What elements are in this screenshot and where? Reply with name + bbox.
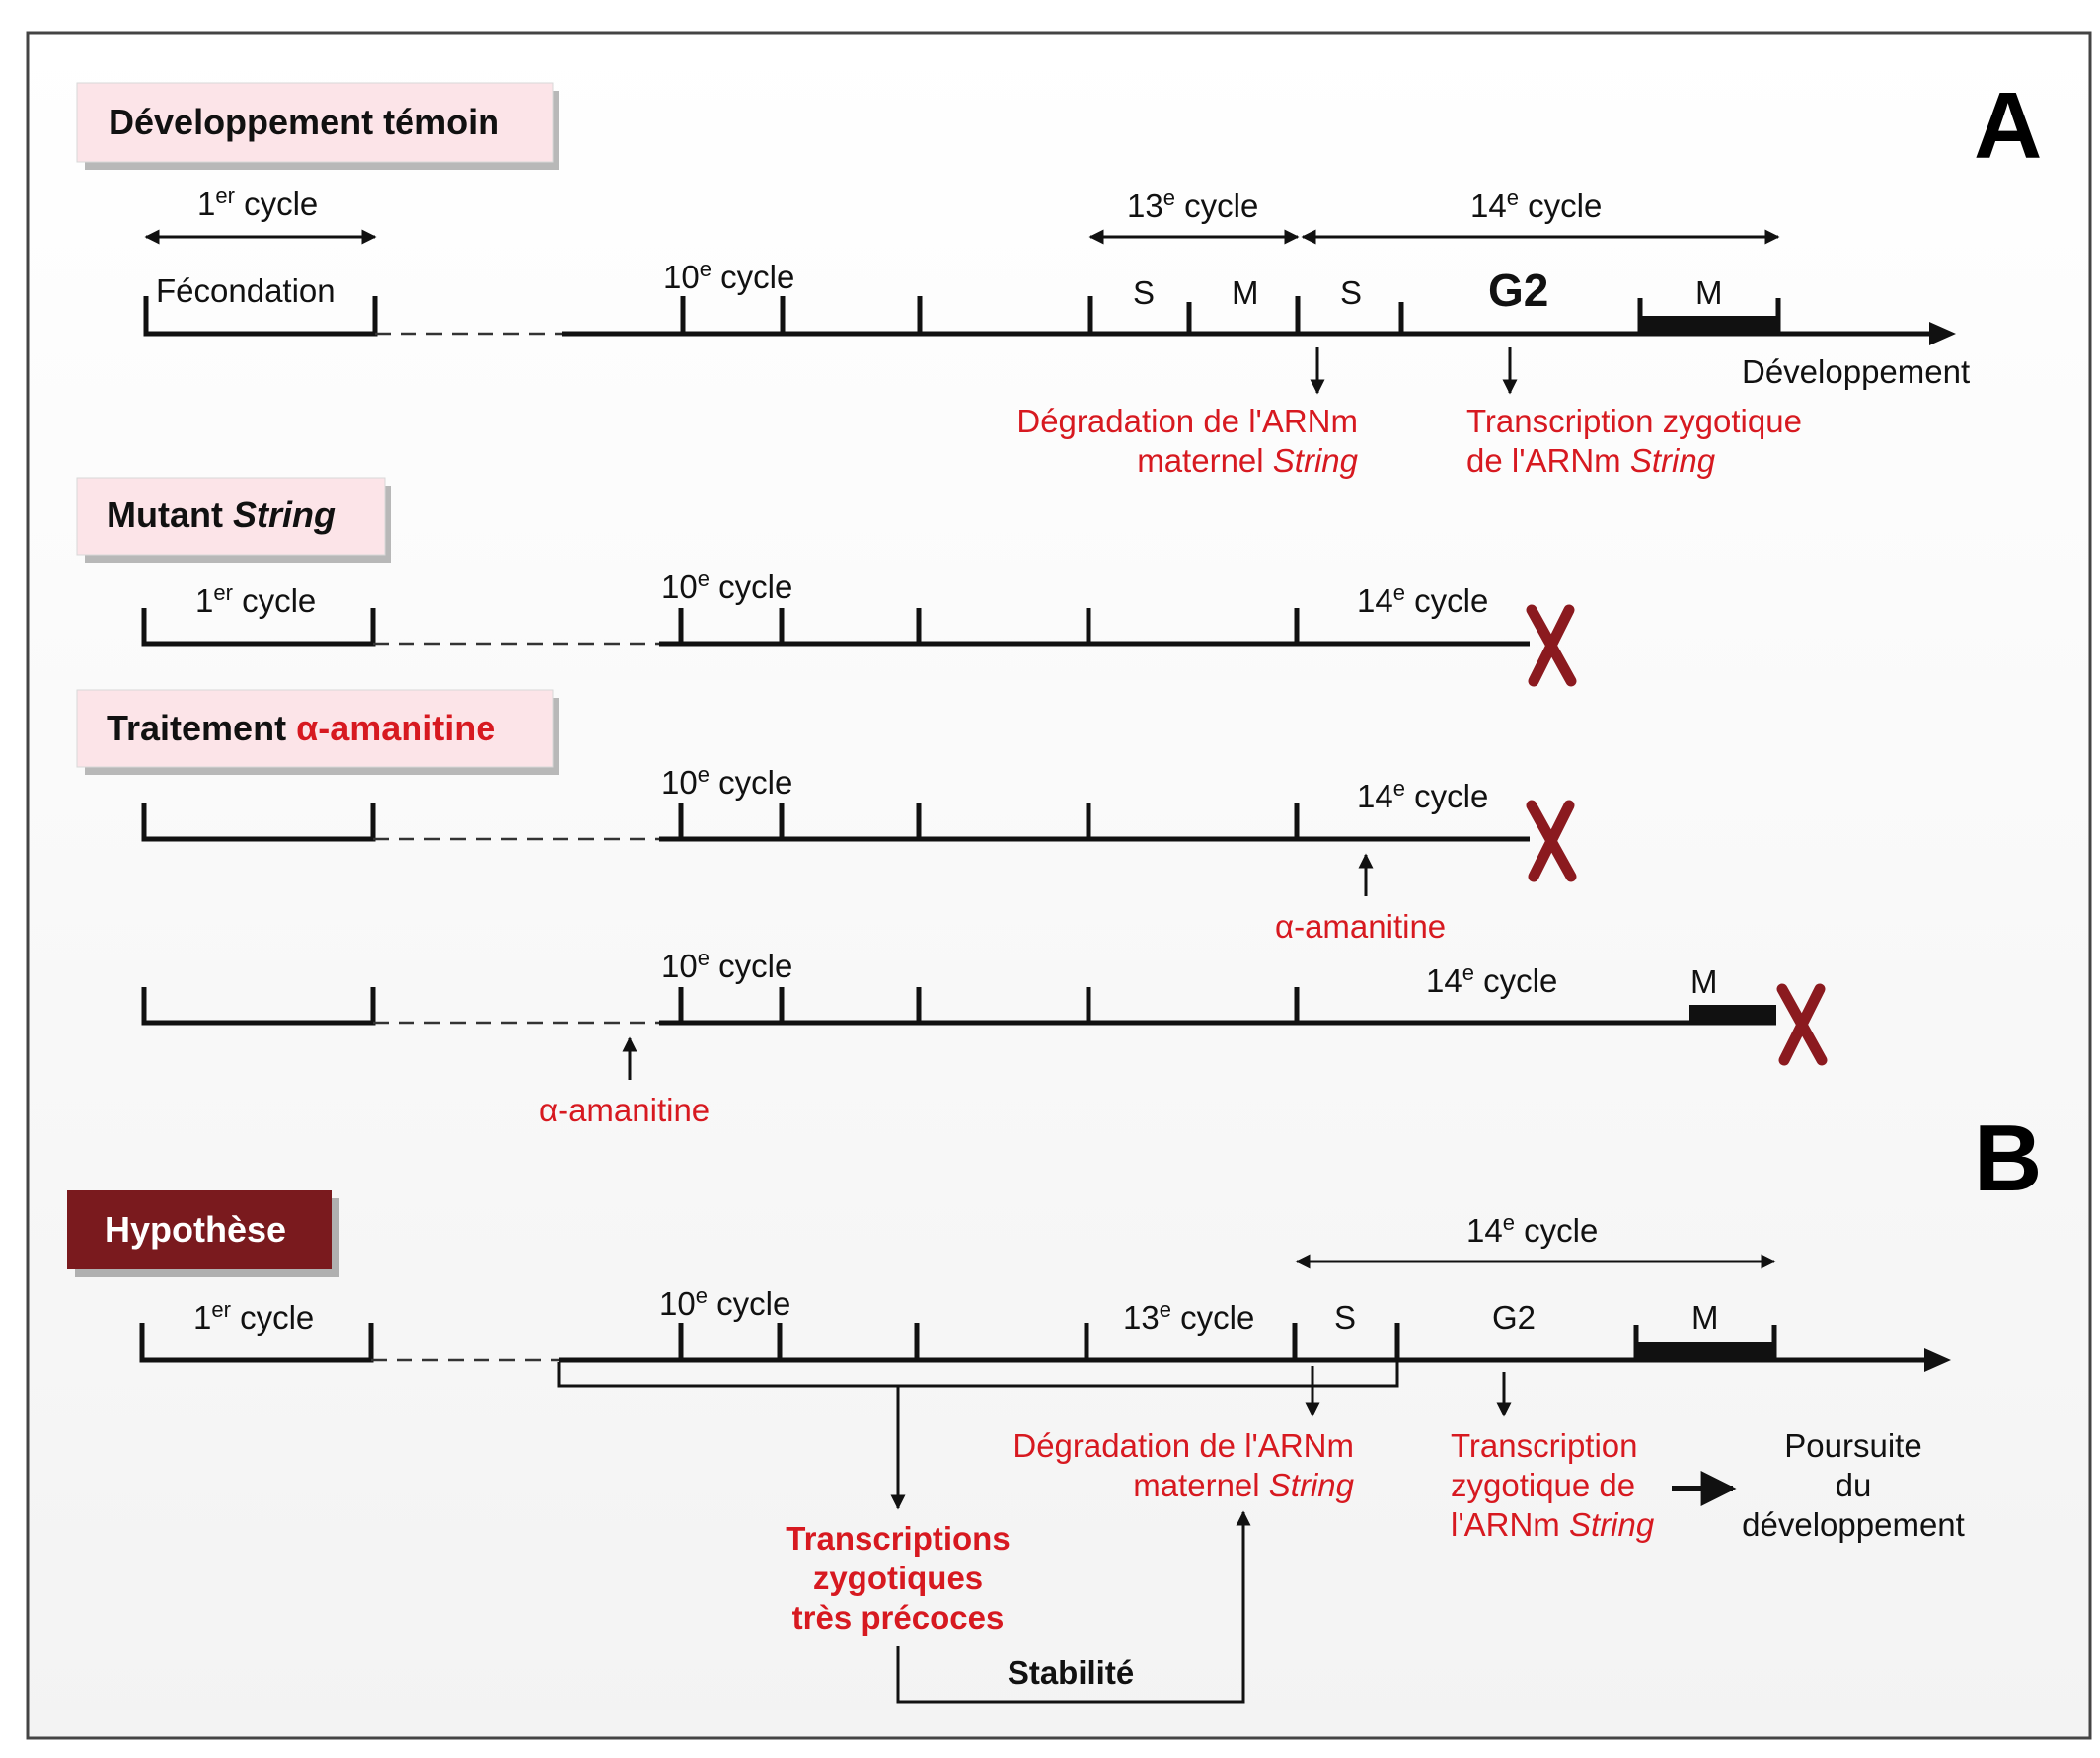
control-m13-label: M [1232, 274, 1259, 311]
mutant-arrest-cross [1526, 604, 1577, 687]
hyp-stabilite-label: Stabilité [1008, 1654, 1134, 1691]
hyp-g2-label: G2 [1492, 1299, 1536, 1336]
treatment-timeline-2: 10e cycle 14e cycle M α-amanitine [141, 946, 1828, 1128]
control-transcription-line2: de l'ARNm String [1466, 442, 1716, 479]
hyp-cycle1-label: 1er cycle [193, 1297, 314, 1336]
treatment2-arrest-cross [1776, 983, 1828, 1066]
hypothesis-title: Hypothèse [105, 1209, 286, 1250]
treatment1-drug-label: α-amanitine [1275, 908, 1446, 945]
hyp-transcription-line3: l'ARNm String [1451, 1506, 1655, 1543]
control-fecondation-label: Fécondation [156, 272, 336, 309]
control-cycle10-label: 10e cycle [663, 257, 794, 295]
treatment2-m-label: M [1690, 963, 1718, 1000]
hyp-poursuite-line2: du [1836, 1467, 1872, 1503]
control-transcription-line1: Transcription zygotique [1466, 403, 1802, 439]
panel-a-letter: A [1974, 73, 2042, 179]
hyp-degradation-line1: Dégradation de l'ARNm [1012, 1427, 1354, 1464]
hyp-cycle13-label: 13e cycle [1123, 1297, 1254, 1336]
control-m14-label: M [1695, 274, 1723, 311]
hyp-early-line1: Transcriptions [786, 1520, 1010, 1557]
hyp-s-label: S [1334, 1299, 1356, 1336]
control-cycle13-label: 13e cycle [1127, 186, 1258, 224]
hyp-transcription-line1: Transcription [1451, 1427, 1638, 1464]
hyp-cycle14-label: 14e cycle [1466, 1210, 1598, 1249]
control-s13-label: S [1133, 274, 1155, 311]
mutant-cycle14-label: 14e cycle [1357, 580, 1488, 619]
hyp-transcription-line2: zygotique de [1451, 1467, 1635, 1503]
treatment-title: Traitement α-amanitine [107, 708, 495, 748]
hyp-poursuite-line3: développement [1742, 1506, 1965, 1543]
treatment-title-box: Traitement α-amanitine [76, 689, 559, 775]
control-timeline: 1er cycle Fécondation 10e cycle 13e cycl… [143, 184, 1970, 479]
mutant-cycle10-label: 10e cycle [661, 567, 792, 605]
hyp-early-line3: très précoces [792, 1599, 1005, 1636]
hyp-degradation-line2: maternel String [1133, 1467, 1354, 1503]
control-axis-label: Développement [1742, 353, 1970, 390]
treatment2-cycle14-label: 14e cycle [1426, 960, 1557, 999]
mutant-title-box: Mutant String [76, 477, 391, 563]
mutant-timeline: 1er cycle 10e cycle 14e cycle [141, 567, 1577, 687]
hyp-poursuite-line1: Poursuite [1784, 1427, 1921, 1464]
control-degradation-line1: Dégradation de l'ARNm [1016, 403, 1358, 439]
control-cycle14-label: 14e cycle [1470, 186, 1602, 224]
hyp-cycle10-label: 10e cycle [659, 1283, 790, 1322]
hyp-early-line2: zygotiques [813, 1560, 983, 1596]
hyp-m-label: M [1691, 1299, 1719, 1336]
figure-frame [26, 31, 2092, 1740]
control-degradation-line2: maternel String [1137, 442, 1358, 479]
treatment2-drug-label: α-amanitine [539, 1092, 710, 1128]
treatment-timeline-1: 10e cycle 14e cycle α-amanitine [141, 762, 1577, 945]
control-g2-label: G2 [1488, 265, 1548, 316]
treatment2-cycle10-label: 10e cycle [661, 946, 792, 984]
mutant-cycle1-label: 1er cycle [195, 580, 316, 619]
treatment1-cycle14-label: 14e cycle [1357, 776, 1488, 814]
hypothesis-title-box: Hypothèse [67, 1190, 339, 1277]
hypothesis-timeline: 14e cycle 1er cycle 10e cycle 13e cycle … [139, 1210, 1965, 1704]
control-cycle1-label: 1er cycle [197, 184, 318, 222]
control-s14-label: S [1340, 274, 1362, 311]
treatment1-cycle10-label: 10e cycle [661, 762, 792, 801]
control-title-box: Développement témoin [76, 82, 559, 170]
control-title: Développement témoin [109, 102, 499, 142]
mutant-title: Mutant String [107, 495, 336, 535]
panel-b-letter: B [1974, 1106, 2042, 1211]
treatment1-arrest-cross [1526, 800, 1577, 882]
